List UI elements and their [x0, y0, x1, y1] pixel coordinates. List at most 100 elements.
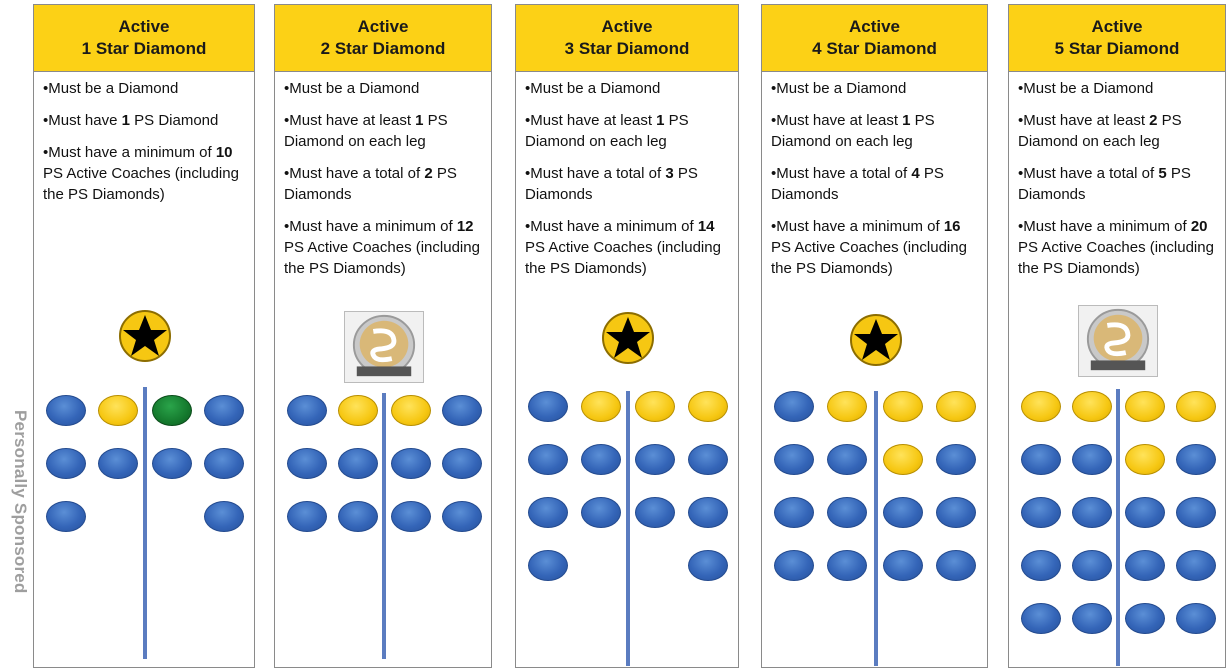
requirement-text: •Must have [43, 112, 122, 129]
requirement-count: 12 [456, 218, 474, 235]
yellow-coach-dot [391, 395, 431, 426]
blue-coach-dot [936, 550, 976, 581]
requirement-count: 1 [415, 112, 424, 129]
blue-coach-dot [936, 497, 976, 528]
blue-coach-dot [1176, 603, 1216, 634]
blue-coach-dot [46, 395, 86, 426]
requirement-text: PS Active Coaches (including the PS Diam… [284, 239, 480, 277]
beachbody-logo-icon [344, 311, 424, 383]
star-badge-icon [118, 309, 172, 363]
requirement-text: PS Diamonds [284, 165, 457, 203]
requirement-text: •Must be a Diamond [1018, 80, 1154, 97]
requirement-text: PS Active Coaches (including the PS Diam… [1018, 239, 1214, 277]
panel-header: Active 3 Star Diamond [516, 5, 738, 72]
requirement-text: PS Active Coaches (including the PS Diam… [525, 239, 721, 277]
blue-coach-dot [688, 497, 728, 528]
blue-coach-dot [152, 448, 192, 479]
blue-coach-dot [774, 497, 814, 528]
blue-coach-dot [1072, 497, 1112, 528]
blue-coach-dot [635, 497, 675, 528]
blue-coach-dot [883, 497, 923, 528]
blue-coach-dot [581, 497, 621, 528]
panel-title-rank: 1 Star Diamond [81, 39, 207, 58]
blue-coach-dot [1125, 603, 1165, 634]
blue-coach-dot [1021, 444, 1061, 475]
yellow-coach-dot [1125, 391, 1165, 422]
requirement-count: 1 [902, 112, 911, 129]
tree-trunk-line [626, 391, 630, 666]
panel-title-status: Active [118, 17, 170, 36]
blue-coach-dot [287, 448, 327, 479]
blue-coach-dot [528, 444, 568, 475]
requirements-list: •Must be a Diamond•Must have 1 PS Diamon… [34, 72, 254, 205]
rank-panel-1: Active 1 Star Diamond •Must be a Diamond •M… [33, 4, 255, 668]
panel-title-rank: 2 Star Diamond [320, 39, 446, 58]
star-badge-icon [849, 313, 903, 367]
requirement-text: •Must be a Diamond [525, 80, 661, 97]
requirement-item: •Must have a minimum of 20 PS Active Coa… [1018, 216, 1217, 279]
requirement-text: PS Active Coaches (including the PS Diam… [771, 239, 967, 277]
blue-coach-dot [204, 501, 244, 532]
requirement-item: •Must have a minimum of 10 PS Active Coa… [43, 142, 246, 205]
yellow-coach-dot [338, 395, 378, 426]
requirement-item: •Must be a Diamond [525, 78, 730, 99]
requirement-item: •Must be a Diamond [284, 78, 483, 99]
requirement-text: •Must be a Diamond [43, 80, 179, 97]
blue-coach-dot [287, 501, 327, 532]
requirement-count: 20 [1190, 218, 1208, 235]
requirement-item: •Must have at least 1 PS Diamond on each… [284, 110, 483, 152]
blue-coach-dot [287, 395, 327, 426]
requirement-count: 5 [1158, 165, 1167, 182]
blue-coach-dot [1125, 497, 1165, 528]
requirement-text: PS Active Coaches (including the PS Diam… [43, 165, 239, 203]
beachbody-logo-icon [1078, 305, 1158, 377]
blue-coach-dot [442, 448, 482, 479]
yellow-coach-dot [883, 391, 923, 422]
yellow-coach-dot [827, 391, 867, 422]
requirement-text: PS Diamond [129, 112, 219, 129]
panel-header: Active 5 Star Diamond [1009, 5, 1225, 72]
blue-coach-dot [936, 444, 976, 475]
requirement-count: 1 [656, 112, 665, 129]
tree-trunk-line [873, 391, 878, 666]
requirement-item: •Must have at least 1 PS Diamond on each… [771, 110, 979, 152]
blue-coach-dot [1021, 603, 1061, 634]
blue-coach-dot [442, 501, 482, 532]
requirement-text: PS Diamonds [1018, 165, 1191, 203]
requirement-text: PS Diamond on each leg [771, 112, 935, 150]
blue-coach-dot [442, 395, 482, 426]
yellow-coach-dot [1176, 391, 1216, 422]
requirements-list: •Must be a Diamond •Must have at least 1 … [275, 72, 491, 279]
blue-coach-dot [883, 550, 923, 581]
yellow-coach-dot [635, 391, 675, 422]
blue-coach-dot [774, 391, 814, 422]
tree-trunk-line [1116, 389, 1120, 666]
requirement-count: 2 [424, 165, 433, 182]
blue-coach-dot [528, 391, 568, 422]
panel-title-status: Active [601, 17, 653, 36]
yellow-coach-dot [1021, 391, 1061, 422]
requirement-text: •Must have a minimum of [525, 218, 698, 235]
panel-title-rank: 5 Star Diamond [1054, 39, 1180, 58]
panel-title-rank: 3 Star Diamond [564, 39, 690, 58]
requirement-text: PS Diamond on each leg [284, 112, 448, 150]
blue-coach-dot [774, 444, 814, 475]
requirements-list: •Must be a Diamond•Must have at least 1 … [762, 72, 987, 279]
blue-coach-dot [1176, 550, 1216, 581]
panel-title-status: Active [1091, 17, 1143, 36]
blue-coach-dot [1072, 603, 1112, 634]
blue-coach-dot [1176, 497, 1216, 528]
requirement-text: •Must have a total of [284, 165, 425, 182]
panel-header: Active 2 Star Diamond [275, 5, 491, 72]
requirement-text: •Must have a minimum of [1018, 218, 1191, 235]
requirement-text: •Must have at least [525, 112, 657, 129]
requirement-text: PS Diamonds [771, 165, 944, 203]
requirement-item: •Must have a total of 5 PS Diamonds [1018, 163, 1217, 205]
side-label: Personally Sponsored [11, 410, 30, 594]
requirement-count: 4 [911, 165, 920, 182]
panel-title-rank: 4 Star Diamond [812, 39, 937, 58]
blue-coach-dot [688, 550, 728, 581]
panel-title-status: Active [357, 17, 409, 36]
